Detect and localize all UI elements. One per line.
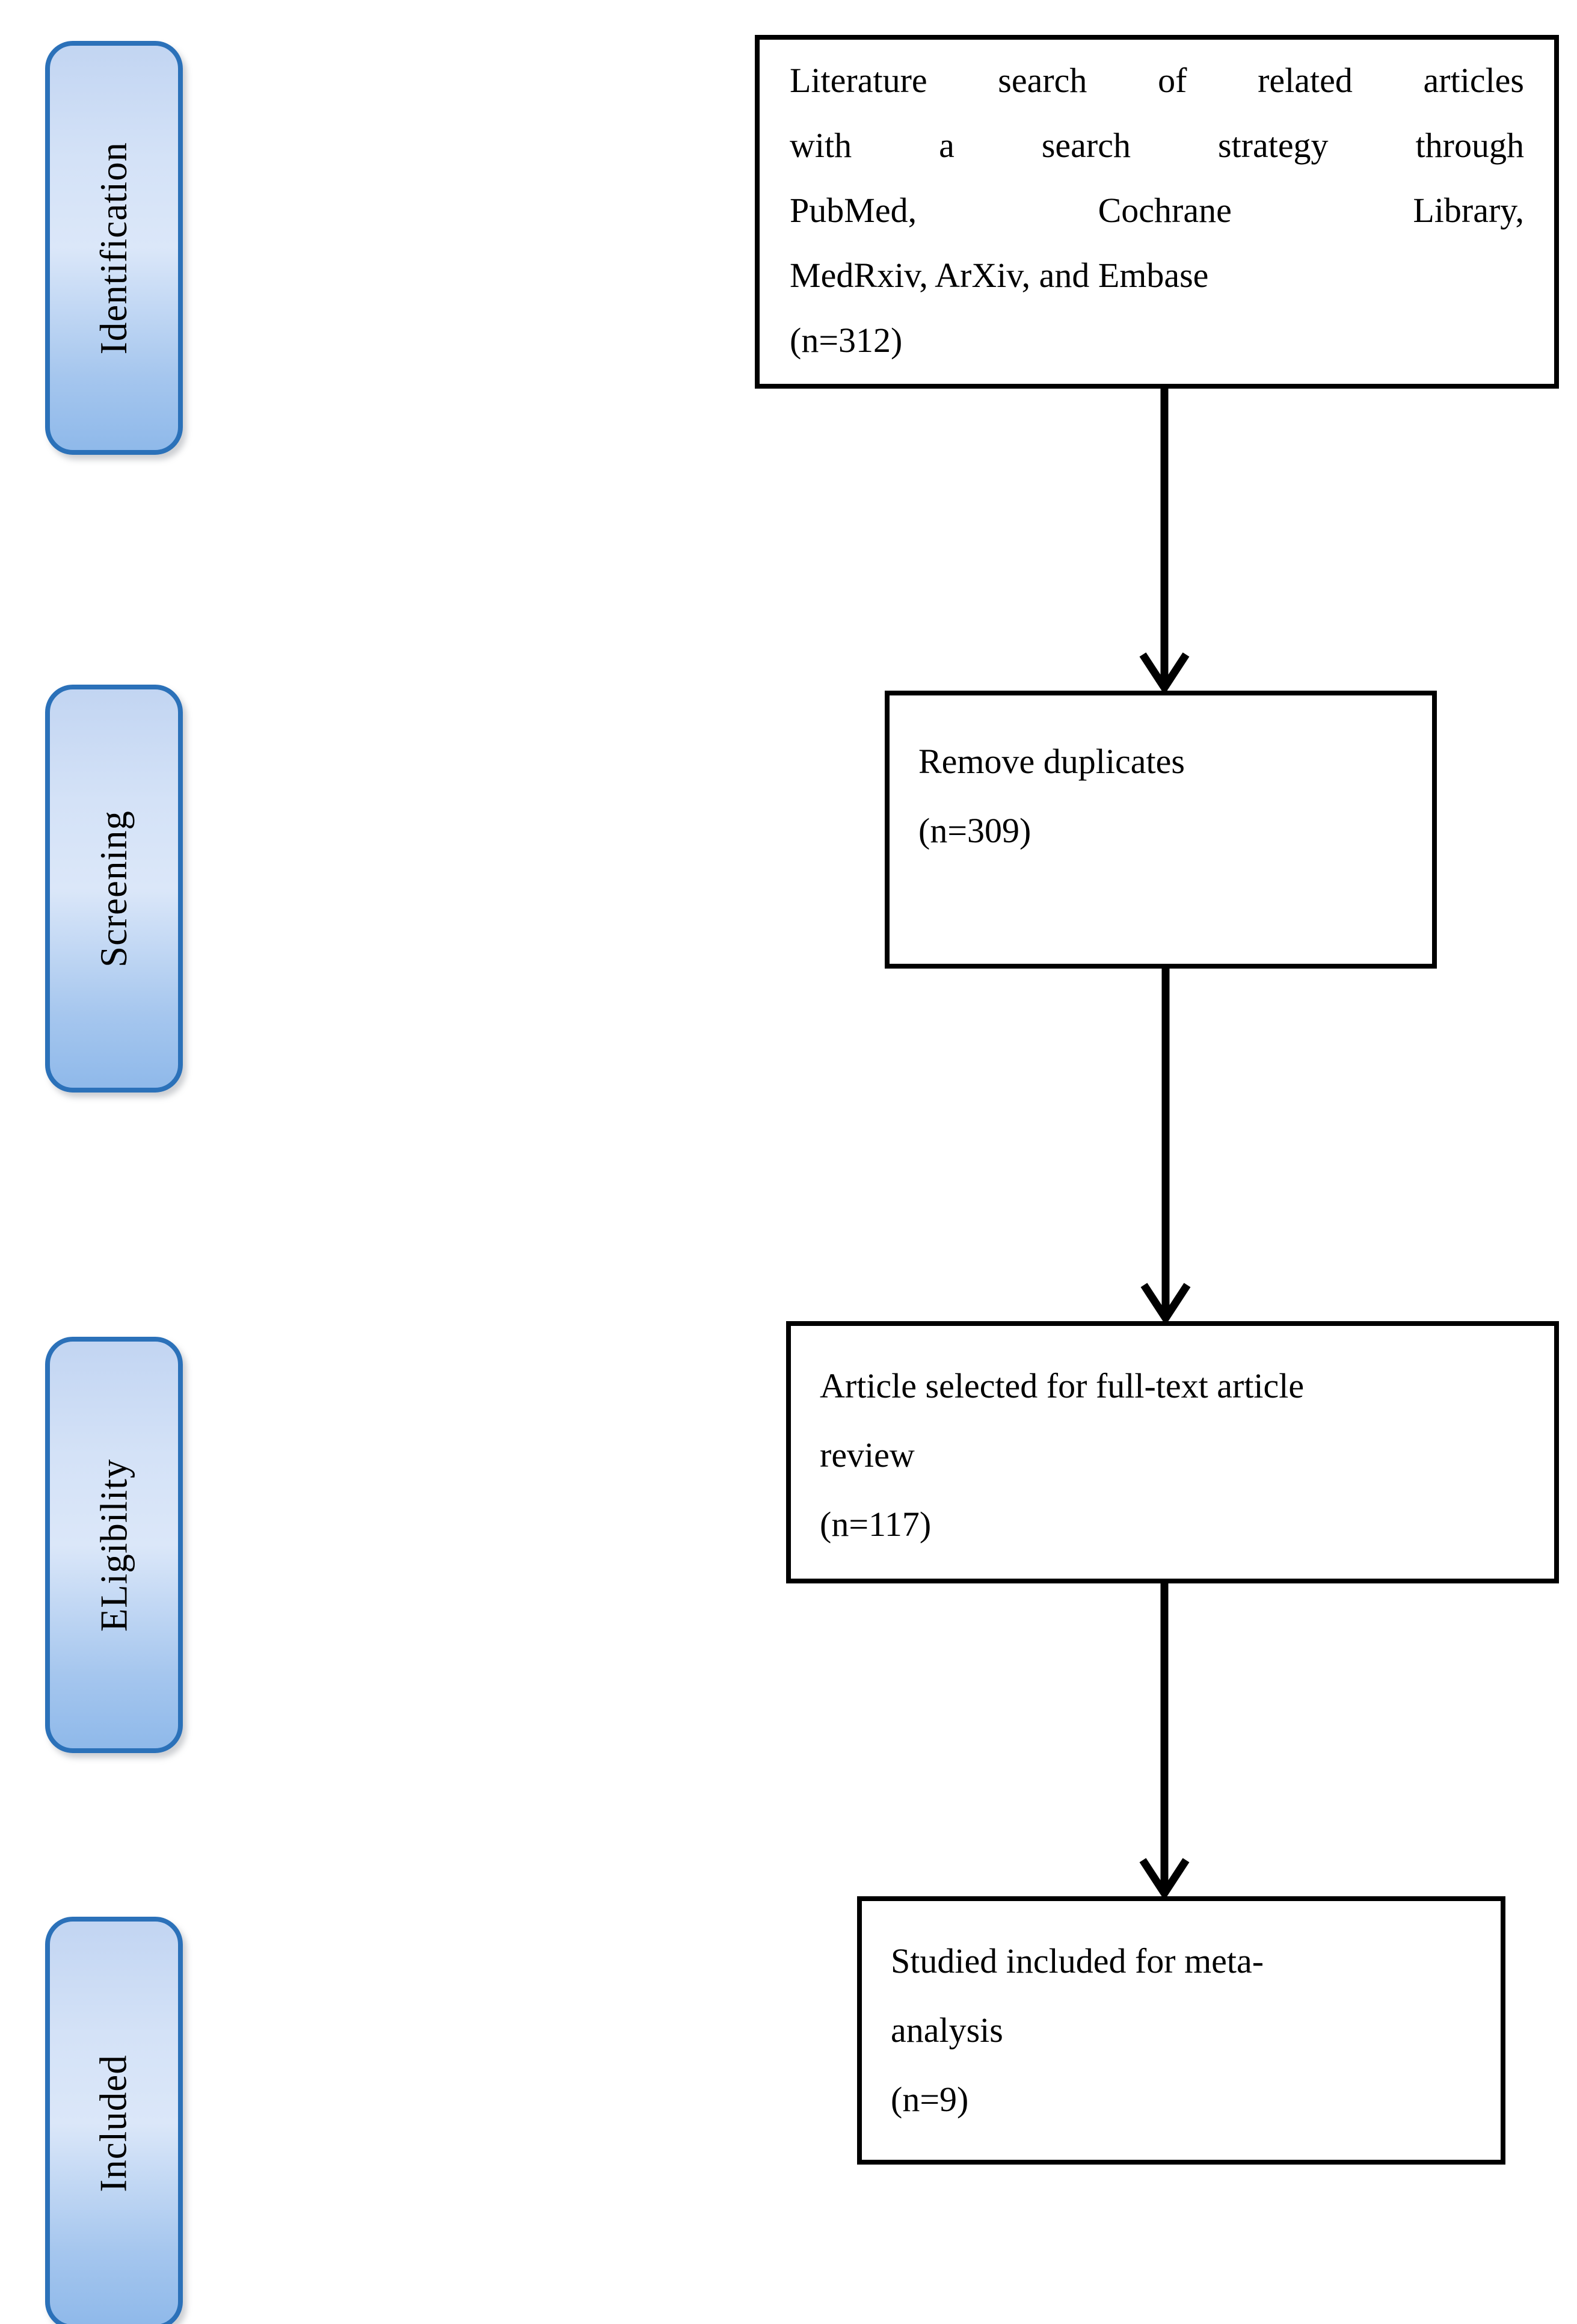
- box-line: PubMed, Cochrane Library,: [790, 191, 1524, 230]
- box-line: Literature search of related articles: [790, 61, 1524, 100]
- arrow-screening-to-eligibility: [1140, 969, 1191, 1325]
- stage-label-identification: Identification: [93, 141, 135, 354]
- flow-box-meta-analysis: Studied included for meta- analysis (n=9…: [857, 1896, 1505, 2165]
- box-count: (n=9): [891, 2080, 969, 2119]
- stage-pill-included: Included: [45, 1917, 183, 2324]
- arrow-identification-to-screening: [1139, 389, 1190, 695]
- box-line: Article selected for full-text article: [820, 1366, 1305, 1405]
- box-line: Remove duplicates: [918, 742, 1185, 781]
- flow-box-literature-search: Literature search of related articles wi…: [755, 35, 1559, 389]
- stage-label-eligibility: ELigibility: [93, 1458, 135, 1632]
- stage-pill-eligibility: ELigibility: [45, 1337, 183, 1753]
- box-count: (n=312): [790, 321, 903, 360]
- box-line: Studied included for meta-: [891, 1941, 1264, 1980]
- box-line: review: [820, 1435, 915, 1475]
- stage-pill-identification: Identification: [45, 41, 183, 455]
- box-line: MedRxiv, ArXiv, and Embase: [790, 256, 1209, 295]
- flow-box-fulltext-review: Article selected for full-text article r…: [786, 1321, 1559, 1583]
- arrow-eligibility-to-included: [1139, 1583, 1190, 1900]
- box-line: analysis: [891, 2011, 1003, 2050]
- stage-label-screening: Screening: [93, 810, 135, 967]
- box-count: (n=309): [918, 811, 1031, 850]
- stage-pill-screening: Screening: [45, 685, 183, 1093]
- box-count: (n=117): [820, 1505, 932, 1544]
- stage-label-included: Included: [93, 2054, 135, 2192]
- flow-box-remove-duplicates: Remove duplicates (n=309): [885, 691, 1437, 969]
- box-line: with a search strategy through: [790, 126, 1524, 165]
